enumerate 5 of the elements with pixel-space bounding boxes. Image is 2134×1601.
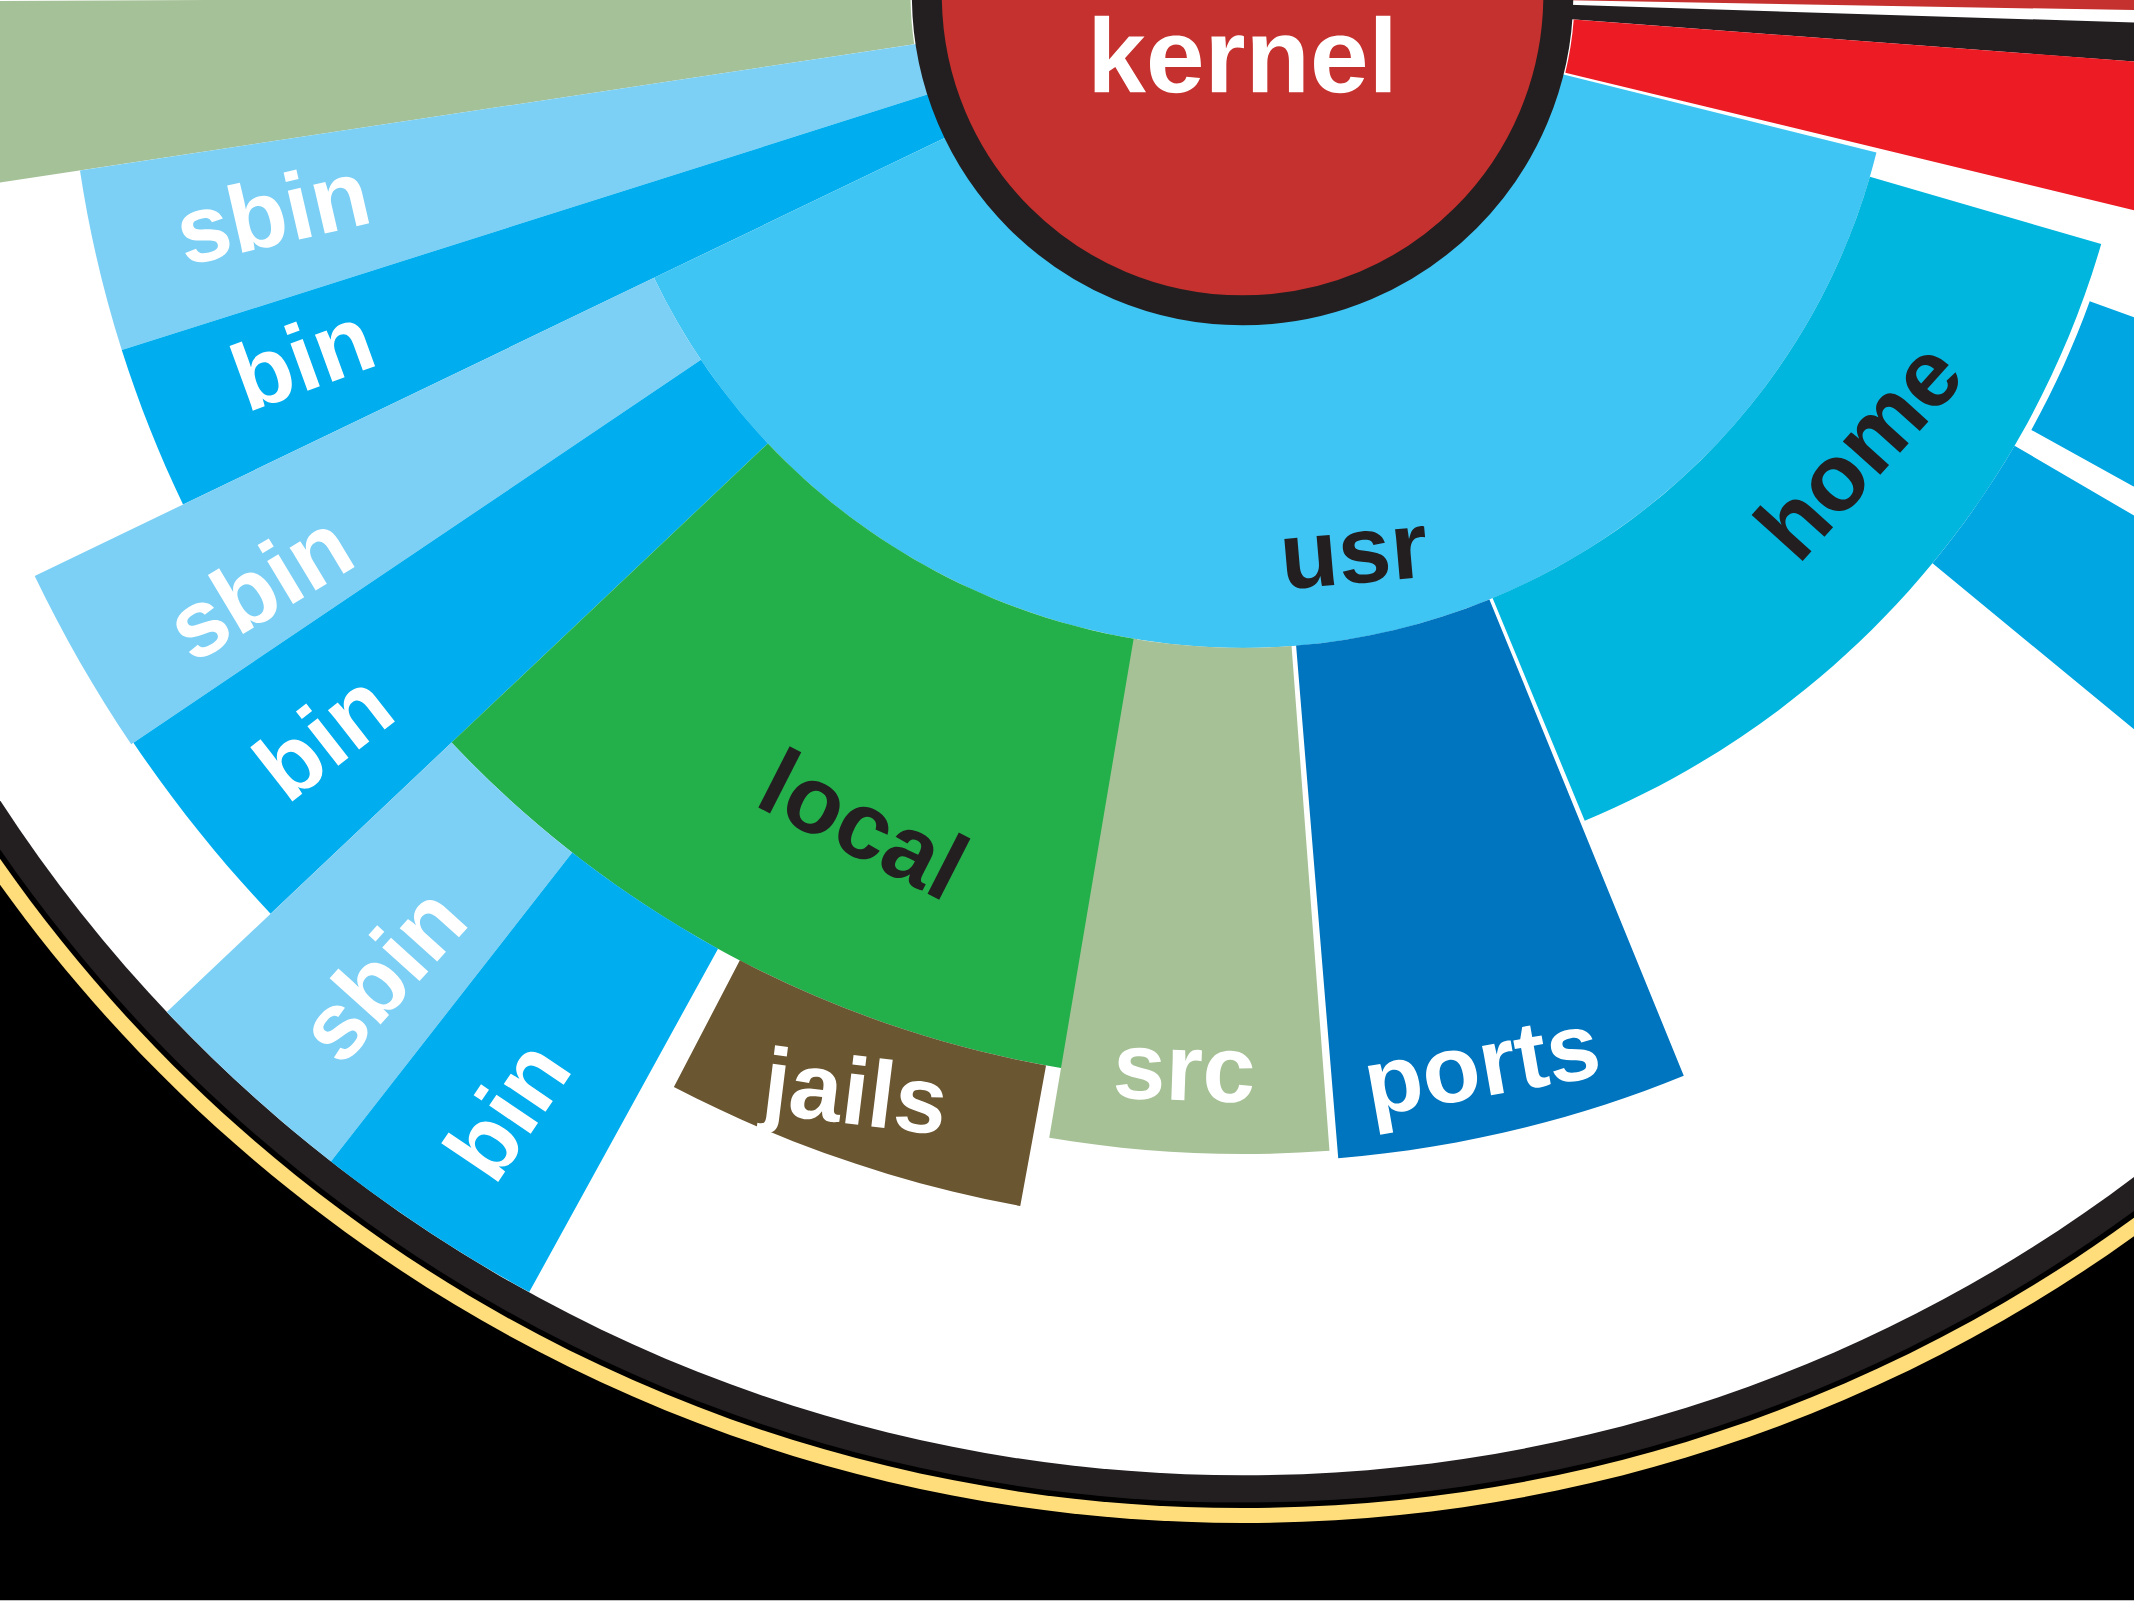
- ring-segment: [2031, 301, 2134, 487]
- ring-segment: [1565, 19, 2134, 211]
- ring-segment: src: [1049, 638, 1330, 1155]
- ring-segment: ports: [1296, 599, 1684, 1159]
- ring-segment: jails: [673, 960, 1047, 1207]
